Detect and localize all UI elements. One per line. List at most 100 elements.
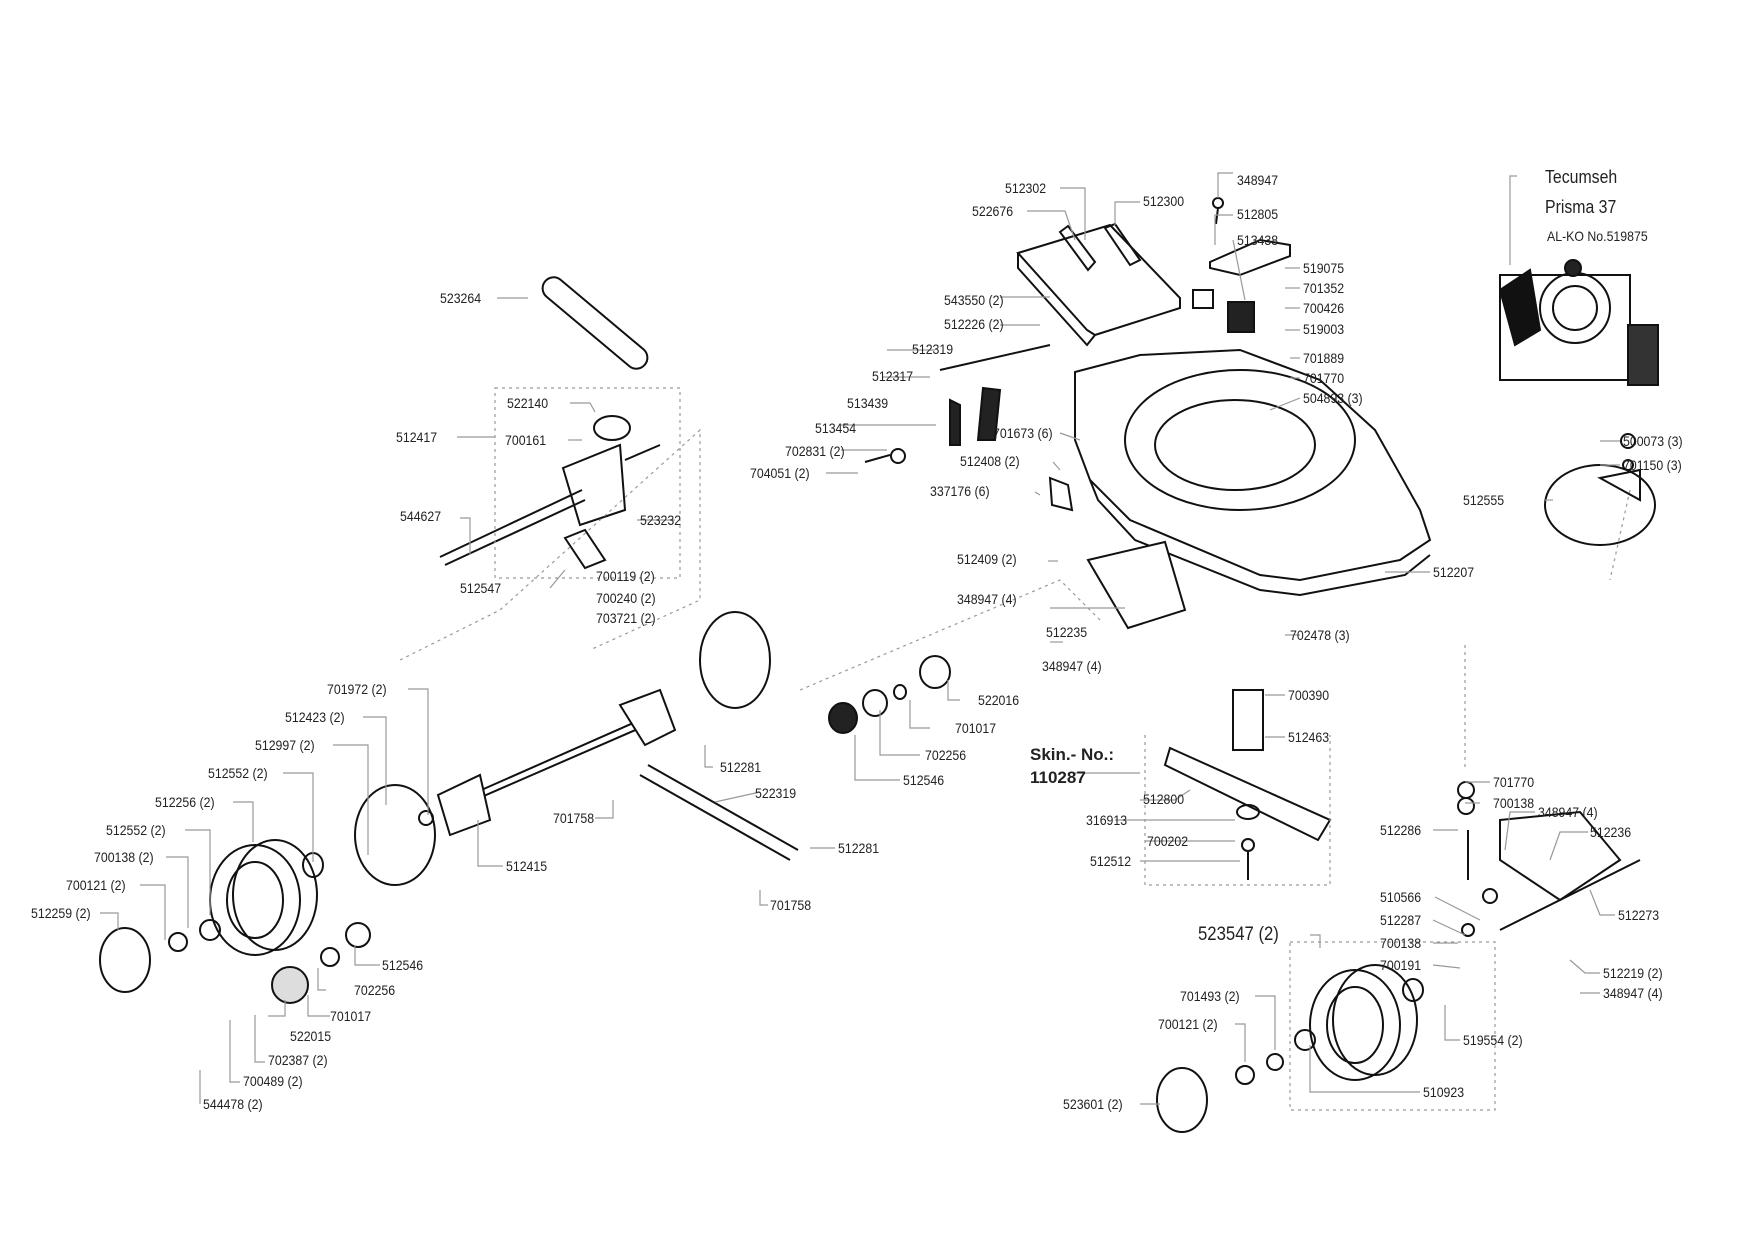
part-label: 348947 bbox=[1237, 172, 1279, 188]
part-label: 512997 (2) bbox=[255, 737, 315, 753]
part-label: 700191 bbox=[1380, 957, 1422, 973]
part-label: 512319 bbox=[912, 341, 954, 357]
part-label: 348947 (4) bbox=[1603, 985, 1663, 1001]
part-label: 701150 (3) bbox=[1623, 457, 1682, 473]
part-label: 512207 bbox=[1433, 564, 1475, 580]
part-label: 702387 (2) bbox=[268, 1052, 328, 1068]
part-label: 544478 (2) bbox=[203, 1096, 263, 1112]
part-label: 700426 bbox=[1303, 300, 1345, 316]
front-wheel-right bbox=[1156, 964, 1424, 1133]
part-label: 512409 (2) bbox=[957, 551, 1017, 567]
part-label: 512236 bbox=[1590, 824, 1632, 840]
part-label: 512408 (2) bbox=[960, 453, 1020, 469]
engine-alko-no: AL-KO No.519875 bbox=[1547, 228, 1648, 244]
part-label: 512273 bbox=[1618, 907, 1660, 923]
grass-catcher-frame bbox=[1016, 222, 1181, 347]
part-label: 700489 (2) bbox=[243, 1073, 303, 1089]
part-label: 512423 (2) bbox=[285, 709, 345, 725]
gearbox-512417 bbox=[439, 415, 661, 566]
adjuster-512236 bbox=[1499, 810, 1622, 902]
part-label: 512256 (2) bbox=[155, 794, 215, 810]
part-label: 519554 (2) bbox=[1463, 1032, 1523, 1048]
part-label: 500073 (3) bbox=[1623, 433, 1683, 449]
part-label: 522016 bbox=[978, 692, 1020, 708]
part-label: 522676 bbox=[972, 203, 1014, 219]
part-label: 512546 bbox=[382, 957, 424, 973]
part-label: 700161 bbox=[505, 432, 547, 448]
part-label: 700121 (2) bbox=[66, 877, 126, 893]
part-label: 700121 (2) bbox=[1158, 1016, 1218, 1032]
part-label: 523232 bbox=[640, 512, 682, 528]
part-label: 700202 bbox=[1147, 833, 1189, 849]
engine-tecumseh bbox=[1498, 259, 1659, 386]
part-label: 702256 bbox=[354, 982, 396, 998]
part-label: 512800 bbox=[1143, 791, 1185, 807]
part-label: 504893 (3) bbox=[1303, 390, 1363, 406]
part-label: 512286 bbox=[1380, 822, 1422, 838]
skin-no-label: Skin.- No.: bbox=[1030, 745, 1115, 764]
part-label: 512302 bbox=[1005, 180, 1047, 196]
part-label: 513438 bbox=[1237, 232, 1279, 248]
part-label: 701352 bbox=[1303, 280, 1345, 296]
part-label: 701770 bbox=[1493, 774, 1535, 790]
part-label: 522015 bbox=[290, 1028, 332, 1044]
part-label: 512317 bbox=[872, 368, 914, 384]
part-label: 701017 bbox=[955, 720, 997, 736]
part-label: 512415 bbox=[506, 858, 548, 874]
part-label: 512259 (2) bbox=[31, 905, 91, 921]
part-label: 700138 (2) bbox=[94, 849, 154, 865]
part-label: 512555 bbox=[1463, 492, 1505, 508]
part-label: 519075 bbox=[1303, 260, 1345, 276]
part-label: 513439 bbox=[847, 395, 889, 411]
rear-wheel-left bbox=[99, 784, 436, 1004]
part-label: 512512 bbox=[1090, 853, 1132, 869]
part-label: 348947 (4) bbox=[1042, 658, 1102, 674]
part-label: 522319 bbox=[755, 785, 797, 801]
part-label: 701758 bbox=[770, 897, 812, 913]
part-label: 701758 bbox=[553, 810, 595, 826]
part-label: 700138 bbox=[1493, 795, 1535, 811]
part-label: 512547 bbox=[460, 580, 502, 596]
part-label: 512805 bbox=[1237, 206, 1279, 222]
axle-512415 bbox=[469, 719, 641, 796]
part-label: 544627 bbox=[400, 508, 442, 524]
part-label: 512300 bbox=[1143, 193, 1185, 209]
part-label: 337176 (6) bbox=[930, 483, 990, 499]
part-label: 510566 bbox=[1380, 889, 1422, 905]
part-label: 701972 (2) bbox=[327, 681, 387, 697]
skin-no-value: 110287 bbox=[1030, 768, 1086, 787]
part-label: 512417 bbox=[396, 429, 438, 445]
part-label: 700240 (2) bbox=[596, 590, 656, 606]
part-label: 523601 (2) bbox=[1063, 1096, 1123, 1112]
part-label: 543550 (2) bbox=[944, 292, 1004, 308]
part-label: 512287 bbox=[1380, 912, 1422, 928]
part-label: 512226 (2) bbox=[944, 316, 1004, 332]
part-label: 701673 (6) bbox=[993, 425, 1053, 441]
part-label: 701017 bbox=[330, 1008, 372, 1024]
part-label: 512281 bbox=[720, 759, 762, 775]
clip-513438 bbox=[1227, 301, 1255, 333]
leader-lines bbox=[100, 172, 1620, 1105]
part-label: 512552 (2) bbox=[208, 765, 268, 781]
part-label: 510923 bbox=[1423, 1084, 1465, 1100]
part-label: 702831 (2) bbox=[785, 443, 845, 459]
part-label: 512281 bbox=[838, 840, 880, 856]
part-label: 523264 bbox=[440, 290, 482, 306]
part-label: 519003 bbox=[1303, 321, 1345, 337]
blade-512800 bbox=[1163, 746, 1332, 842]
belt-523264 bbox=[541, 276, 649, 370]
part-label: 348947 (4) bbox=[1538, 804, 1598, 820]
part-label: 703721 (2) bbox=[596, 610, 656, 626]
part-label: 316913 bbox=[1086, 812, 1128, 828]
part-label: 702478 (3) bbox=[1290, 627, 1350, 643]
assembly-guides bbox=[399, 387, 1631, 1111]
part-label: 512235 bbox=[1046, 624, 1088, 640]
part-label: 701493 (2) bbox=[1180, 988, 1240, 1004]
part-label: 512219 (2) bbox=[1603, 965, 1663, 981]
part-label: 522140 bbox=[507, 395, 549, 411]
part-label: 700390 bbox=[1288, 687, 1330, 703]
part-label: 702256 bbox=[925, 747, 967, 763]
part-label: 512546 bbox=[903, 772, 945, 788]
